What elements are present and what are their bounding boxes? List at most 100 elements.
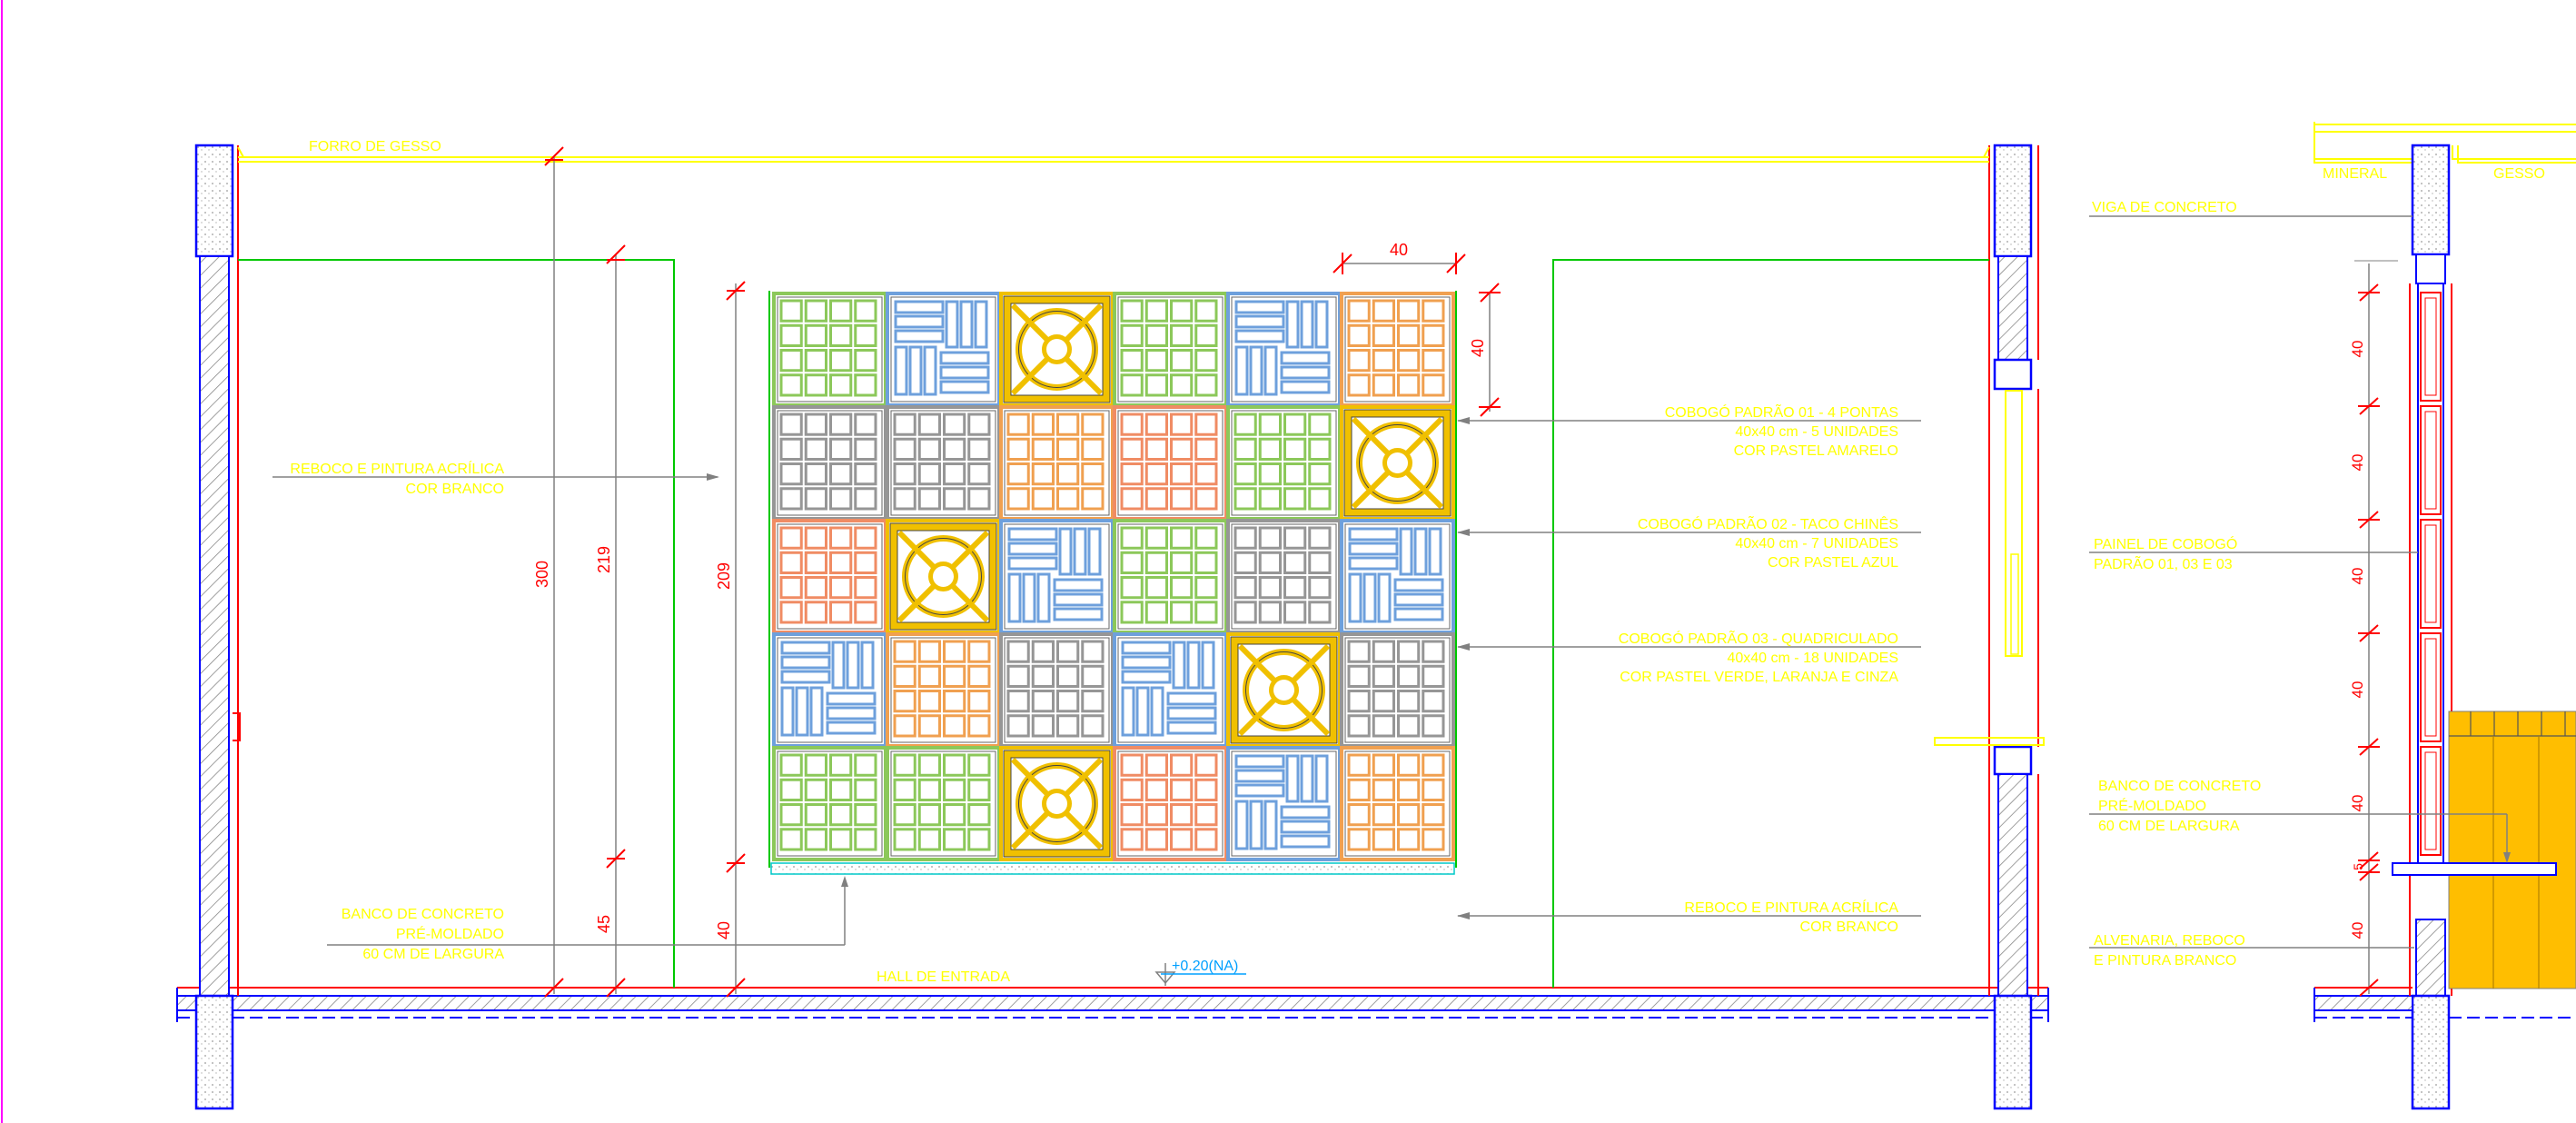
dim-opening-height: 219 (595, 546, 613, 573)
cobogo-03-grid-gray (1226, 519, 1342, 634)
cobogo-01-four-points (886, 519, 1001, 634)
bench-left-line3: 60 CM DE LARGURA (362, 947, 504, 962)
cobogo-02-taco-chines (1226, 292, 1342, 407)
bench-left-line1: BANCO DE CONCRETO (342, 907, 504, 922)
section-block (2420, 746, 2442, 856)
section-bench (2392, 711, 2576, 989)
section-masonry-line2: E PINTURA BRANCO (2094, 953, 2236, 969)
column-left (194, 144, 241, 1110)
wall-finish-left-line2: COR BRANCO (406, 482, 504, 497)
ceiling-line (237, 146, 1990, 163)
cobogo-03-line2: 40x40 cm - 18 UNIDADES (1727, 651, 1898, 666)
section-dim-text: 40 (2349, 454, 2366, 472)
section-dim-text: 5 (2351, 863, 2365, 870)
cobogo-03-line1: COBOGÓ PADRÃO 03 - QUADRICULADO (1619, 629, 1898, 647)
cobogo-03-grid-orange (886, 632, 1001, 748)
ceiling-label: FORRO DE GESSO (309, 139, 441, 154)
section-block (2420, 519, 2442, 629)
section-ceiling-left: MINERAL (2323, 166, 2387, 182)
section-block (2420, 292, 2442, 402)
section-annotations: MINERAL GESSO VIGA DE CONCRETO PAINEL DE… (2092, 166, 2545, 969)
room-label: HALL DE ENTRADA (877, 969, 1010, 985)
cobogo-02-line3: COR PASTEL AZUL (1768, 555, 1898, 571)
cobogo-03-grid-green (1226, 405, 1342, 521)
bench-left-line2: PRÉ-MOLDADO (396, 925, 504, 942)
dim-bench-height: 45 (595, 915, 613, 933)
section-view: 40 40 40 40 40 40 5 MINERAL GESSO VIGA DE CONC… (2089, 122, 2576, 1110)
cobogo-03-line3: COR PASTEL VERDE, LARANJA E CINZA (1620, 670, 1898, 685)
cobogo-02-line1: COBOGÓ PADRÃO 02 - TACO CHINÊS (1638, 514, 1898, 532)
level-text: +0.20(NA) (1172, 959, 1238, 974)
cobogo-02-taco-chines (1340, 519, 1455, 634)
cobogo-02-taco-chines (999, 519, 1115, 634)
section-dim-text: 40 (2349, 922, 2366, 939)
annotations-right: COBOGÓ PADRÃO 01 - 4 PONTAS 40x40 cm - 5… (1619, 402, 1899, 935)
floor-slab (176, 987, 2049, 1022)
cobogo-01-four-points (999, 746, 1115, 861)
cobogo-03-grid-salmon (1113, 405, 1228, 521)
section-leaders (2089, 215, 2511, 949)
section-bench-line3: 60 CM DE LARGURA (2098, 819, 2240, 834)
dimension-lines (543, 146, 1501, 998)
section-beam-label: VIGA DE CONCRETO (2092, 200, 2237, 215)
opening-left (238, 259, 675, 988)
cobogo-03-grid-green (772, 746, 887, 861)
section-column (2313, 144, 2576, 1110)
dim-block-width: 40 (1390, 241, 1408, 259)
section-panel-line2: PADRÃO 01, 03 E 03 (2094, 554, 2233, 572)
section-block (2420, 405, 2442, 515)
wall-finish-left-line1: REBOCO E PINTURA ACRÍLICA (290, 460, 504, 477)
cobogo-02-taco-chines (886, 292, 1001, 407)
dim-total-height: 300 (533, 561, 551, 588)
cobogo-03-grid-gray (1340, 632, 1455, 748)
column-right (1934, 144, 2045, 1110)
section-bench-line1: BANCO DE CONCRETO (2098, 779, 2261, 794)
cobogo-panel (772, 292, 1455, 861)
section-dimensions: 40 40 40 40 40 40 5 (2349, 260, 2398, 997)
dim-block-height: 40 (1469, 339, 1487, 357)
annotations-left: FORRO DE GESSO REBOCO E PINTURA ACRÍLICA… (290, 139, 1010, 985)
cobogo-03-grid-orange (1340, 746, 1455, 861)
section-dim-text: 40 (2349, 681, 2366, 699)
cobogo-03-grid-salmon (1113, 746, 1228, 861)
leader-lines (272, 417, 1921, 946)
cobogo-03-grid-green (1113, 292, 1228, 407)
cobogo-01-four-points (1340, 405, 1455, 521)
cobogo-03-grid-salmon (772, 519, 887, 634)
cobogo-02-taco-chines (1226, 746, 1342, 861)
dim-panel-height: 209 (715, 562, 733, 590)
section-dim-text: 40 (2349, 795, 2366, 812)
cobogo-01-four-points (1226, 632, 1342, 748)
cobogo-03-grid-green (886, 746, 1001, 861)
section-block (2420, 632, 2442, 742)
cobogo-01-line2: 40x40 cm - 5 UNIDADES (1735, 424, 1898, 440)
elevation-view: 300 219 45 209 40 40 40 +0.20(NA) FORRO … (176, 139, 2049, 1110)
cobogo-03-grid-green (772, 292, 887, 407)
dim-panel-base: 40 (715, 921, 733, 939)
cobogo-02-taco-chines (772, 632, 887, 748)
dimension-texts: 300 219 45 209 40 40 40 (533, 241, 1487, 939)
cobogo-03-grid-gray (886, 405, 1001, 521)
section-dim-text: 40 (2349, 568, 2366, 585)
cobogo-02-taco-chines (1113, 632, 1228, 748)
wall-finish-right-line2: COR BRANCO (1800, 919, 1898, 935)
wall-finish-right-line1: REBOCO E PINTURA ACRÍLICA (1684, 899, 1898, 916)
section-bench-line2: PRÉ-MOLDADO (2098, 797, 2206, 814)
cobogo-03-grid-gray (999, 632, 1115, 748)
cobogo-03-grid-orange (999, 405, 1115, 521)
opening-right (1552, 259, 1989, 988)
cobogo-02-line2: 40x40 cm - 7 UNIDADES (1735, 536, 1898, 552)
section-dim-text: 40 (2349, 341, 2366, 358)
cobogo-03-grid-green (1113, 519, 1228, 634)
section-ceiling-right: GESSO (2493, 166, 2545, 182)
cobogo-01-line1: COBOGÓ PADRÃO 01 - 4 PONTAS (1665, 402, 1898, 421)
section-cobogo-blocks (2417, 283, 2444, 866)
cobogo-01-line3: COR PASTEL AMARELO (1734, 443, 1898, 459)
cobogo-01-four-points (999, 292, 1115, 407)
cobogo-03-grid-orange (1340, 292, 1455, 407)
cobogo-panel-frame (768, 291, 1457, 875)
level-marker: +0.20(NA) (1154, 959, 1246, 986)
section-panel-line1: PAINEL DE COBOGÓ (2094, 535, 2237, 552)
section-ceiling (2313, 122, 2576, 164)
